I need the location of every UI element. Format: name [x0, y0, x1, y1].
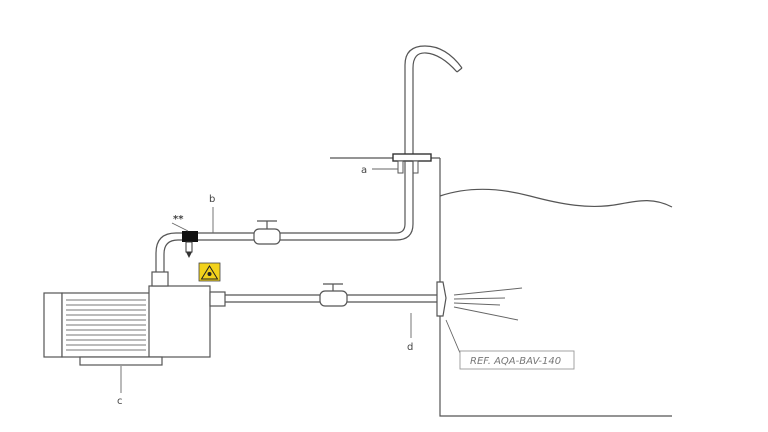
label-a: a — [361, 165, 367, 176]
wall-nozzle — [436, 281, 447, 317]
label-c: c — [117, 396, 123, 407]
dark-fitting — [171, 222, 198, 258]
pump-base — [79, 356, 163, 366]
reference-box — [459, 350, 575, 370]
spout-flange — [392, 153, 432, 162]
lower-valve — [319, 283, 348, 307]
label-d: d — [407, 342, 413, 353]
spout — [392, 45, 463, 174]
biohazard-warning-icon — [198, 262, 221, 282]
water-surface — [439, 188, 673, 208]
pump-housing — [148, 285, 211, 358]
label-b: b — [209, 194, 215, 205]
pump — [43, 271, 226, 366]
label-double-star: ** — [173, 214, 184, 225]
upper-valve — [253, 220, 281, 245]
water-jets — [453, 287, 523, 321]
basin — [439, 158, 673, 417]
basin-wall — [439, 158, 672, 417]
upper-pipe — [155, 161, 414, 272]
reference-label: REF. AQA-BAV-140 — [470, 356, 561, 367]
